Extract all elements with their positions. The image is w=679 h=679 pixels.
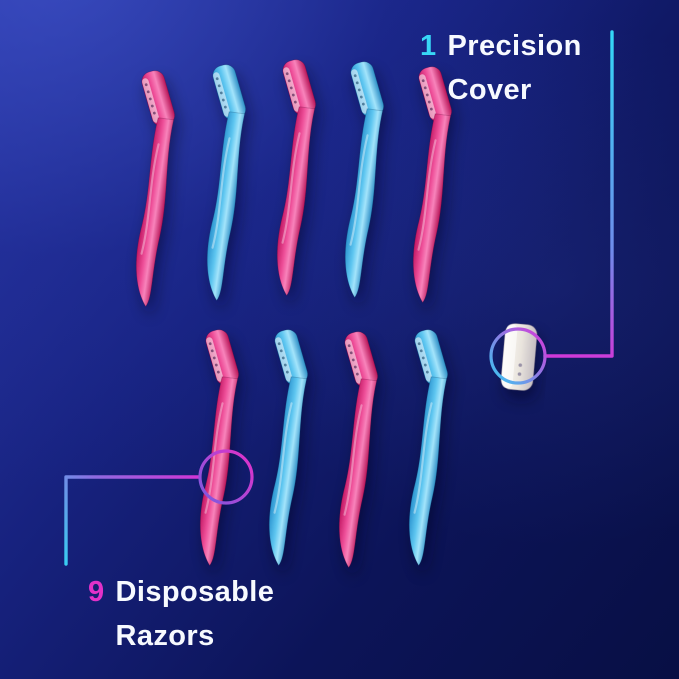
razor-9-blue <box>379 323 459 568</box>
razor-2-blue <box>177 58 257 303</box>
razor-group <box>106 53 463 570</box>
callouts <box>64 30 614 566</box>
razor-7-blue <box>239 323 319 568</box>
razor-3-pink <box>247 53 327 298</box>
razor-6-pink <box>170 323 250 568</box>
razor-4-blue <box>315 55 395 300</box>
precision-cover-count: 1 <box>420 30 437 62</box>
callout-line-precision-cover <box>543 30 614 358</box>
razor-8-pink <box>309 325 389 570</box>
callout-ring-disposable-razors <box>198 449 254 505</box>
disposable-razors-count: 9 <box>88 576 105 608</box>
callout-line-disposable-razors <box>64 475 201 566</box>
razor-1-pink <box>106 64 186 309</box>
callout-ring-precision-cover <box>489 327 547 385</box>
